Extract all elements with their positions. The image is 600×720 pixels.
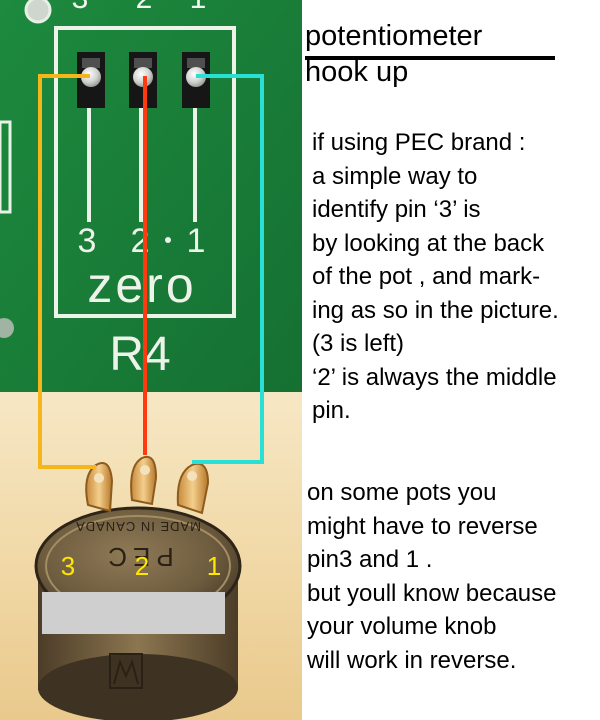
- board-top-pin-label: 2: [136, 0, 153, 15]
- wire-pin1: [192, 74, 264, 464]
- pcb-hole: [24, 0, 52, 24]
- note-line: but youll know because: [307, 579, 557, 607]
- pad-hole: [81, 67, 101, 87]
- note-line: identify pin ‘3’ is: [312, 196, 481, 223]
- board-pin-number: 1: [187, 222, 206, 260]
- pcb-hole: [0, 318, 14, 338]
- pot-lug-1: [176, 462, 210, 515]
- silkscreen-dot: [165, 237, 171, 243]
- note-line: pin.: [312, 397, 351, 424]
- note-line: a simple way to: [312, 162, 478, 190]
- note-line: ‘2’ is always the middle: [312, 363, 557, 391]
- note-line: (3 is left): [312, 330, 405, 357]
- note-line: of the pot , and mark-: [312, 263, 541, 290]
- title-line-1: potentiometer: [305, 20, 483, 52]
- label-cover-bar: [42, 592, 225, 634]
- pot-lug-2: [130, 456, 158, 506]
- pot-brand-letters: PEC: [102, 542, 173, 572]
- board-top-pin-label: 1: [190, 0, 207, 15]
- note-line: your volume knob: [307, 613, 497, 640]
- pot-pin-label-2: 2: [135, 551, 149, 581]
- pot-lug-3: [85, 462, 114, 513]
- pcb-component-outline: [0, 120, 12, 214]
- board-zero-label: zero: [87, 257, 196, 313]
- pot-pin-label-1: 1: [207, 551, 221, 581]
- note-line: will work in reverse.: [307, 646, 517, 674]
- pot-stamp-logo: [109, 653, 143, 689]
- note-line: might have to reverse: [307, 512, 538, 540]
- title-line-2: hook up: [305, 56, 409, 88]
- note-line: pin3 and 1 .: [307, 546, 433, 573]
- board-ref-label: R4: [109, 328, 170, 381]
- note-line: ing as so in the picture.: [312, 296, 559, 324]
- pot-pin-label-3: 3: [61, 551, 75, 581]
- board-top-pin-label: 3: [72, 0, 89, 15]
- note-line: by looking at the back: [312, 229, 545, 257]
- pot-made-in-text: MADE IN CANADA: [75, 519, 201, 534]
- note-line: if using PEC brand :: [312, 129, 526, 156]
- note-reverse-pins: on some pots you might have to reverse p…: [307, 476, 600, 677]
- note-pec-brand: if using PEC brand : a simple way to ide…: [312, 126, 600, 428]
- pot-wiring-photo: 3 2 1 3 2 1 zero R4 MADE IN CANADA PEC 3…: [0, 0, 302, 720]
- wire-pin3: [38, 74, 96, 469]
- page-title: potentiometer hook up: [305, 18, 482, 90]
- title-underline: [305, 56, 555, 60]
- board-pin-number: 3: [78, 222, 97, 260]
- note-line: on some pots you: [307, 479, 497, 506]
